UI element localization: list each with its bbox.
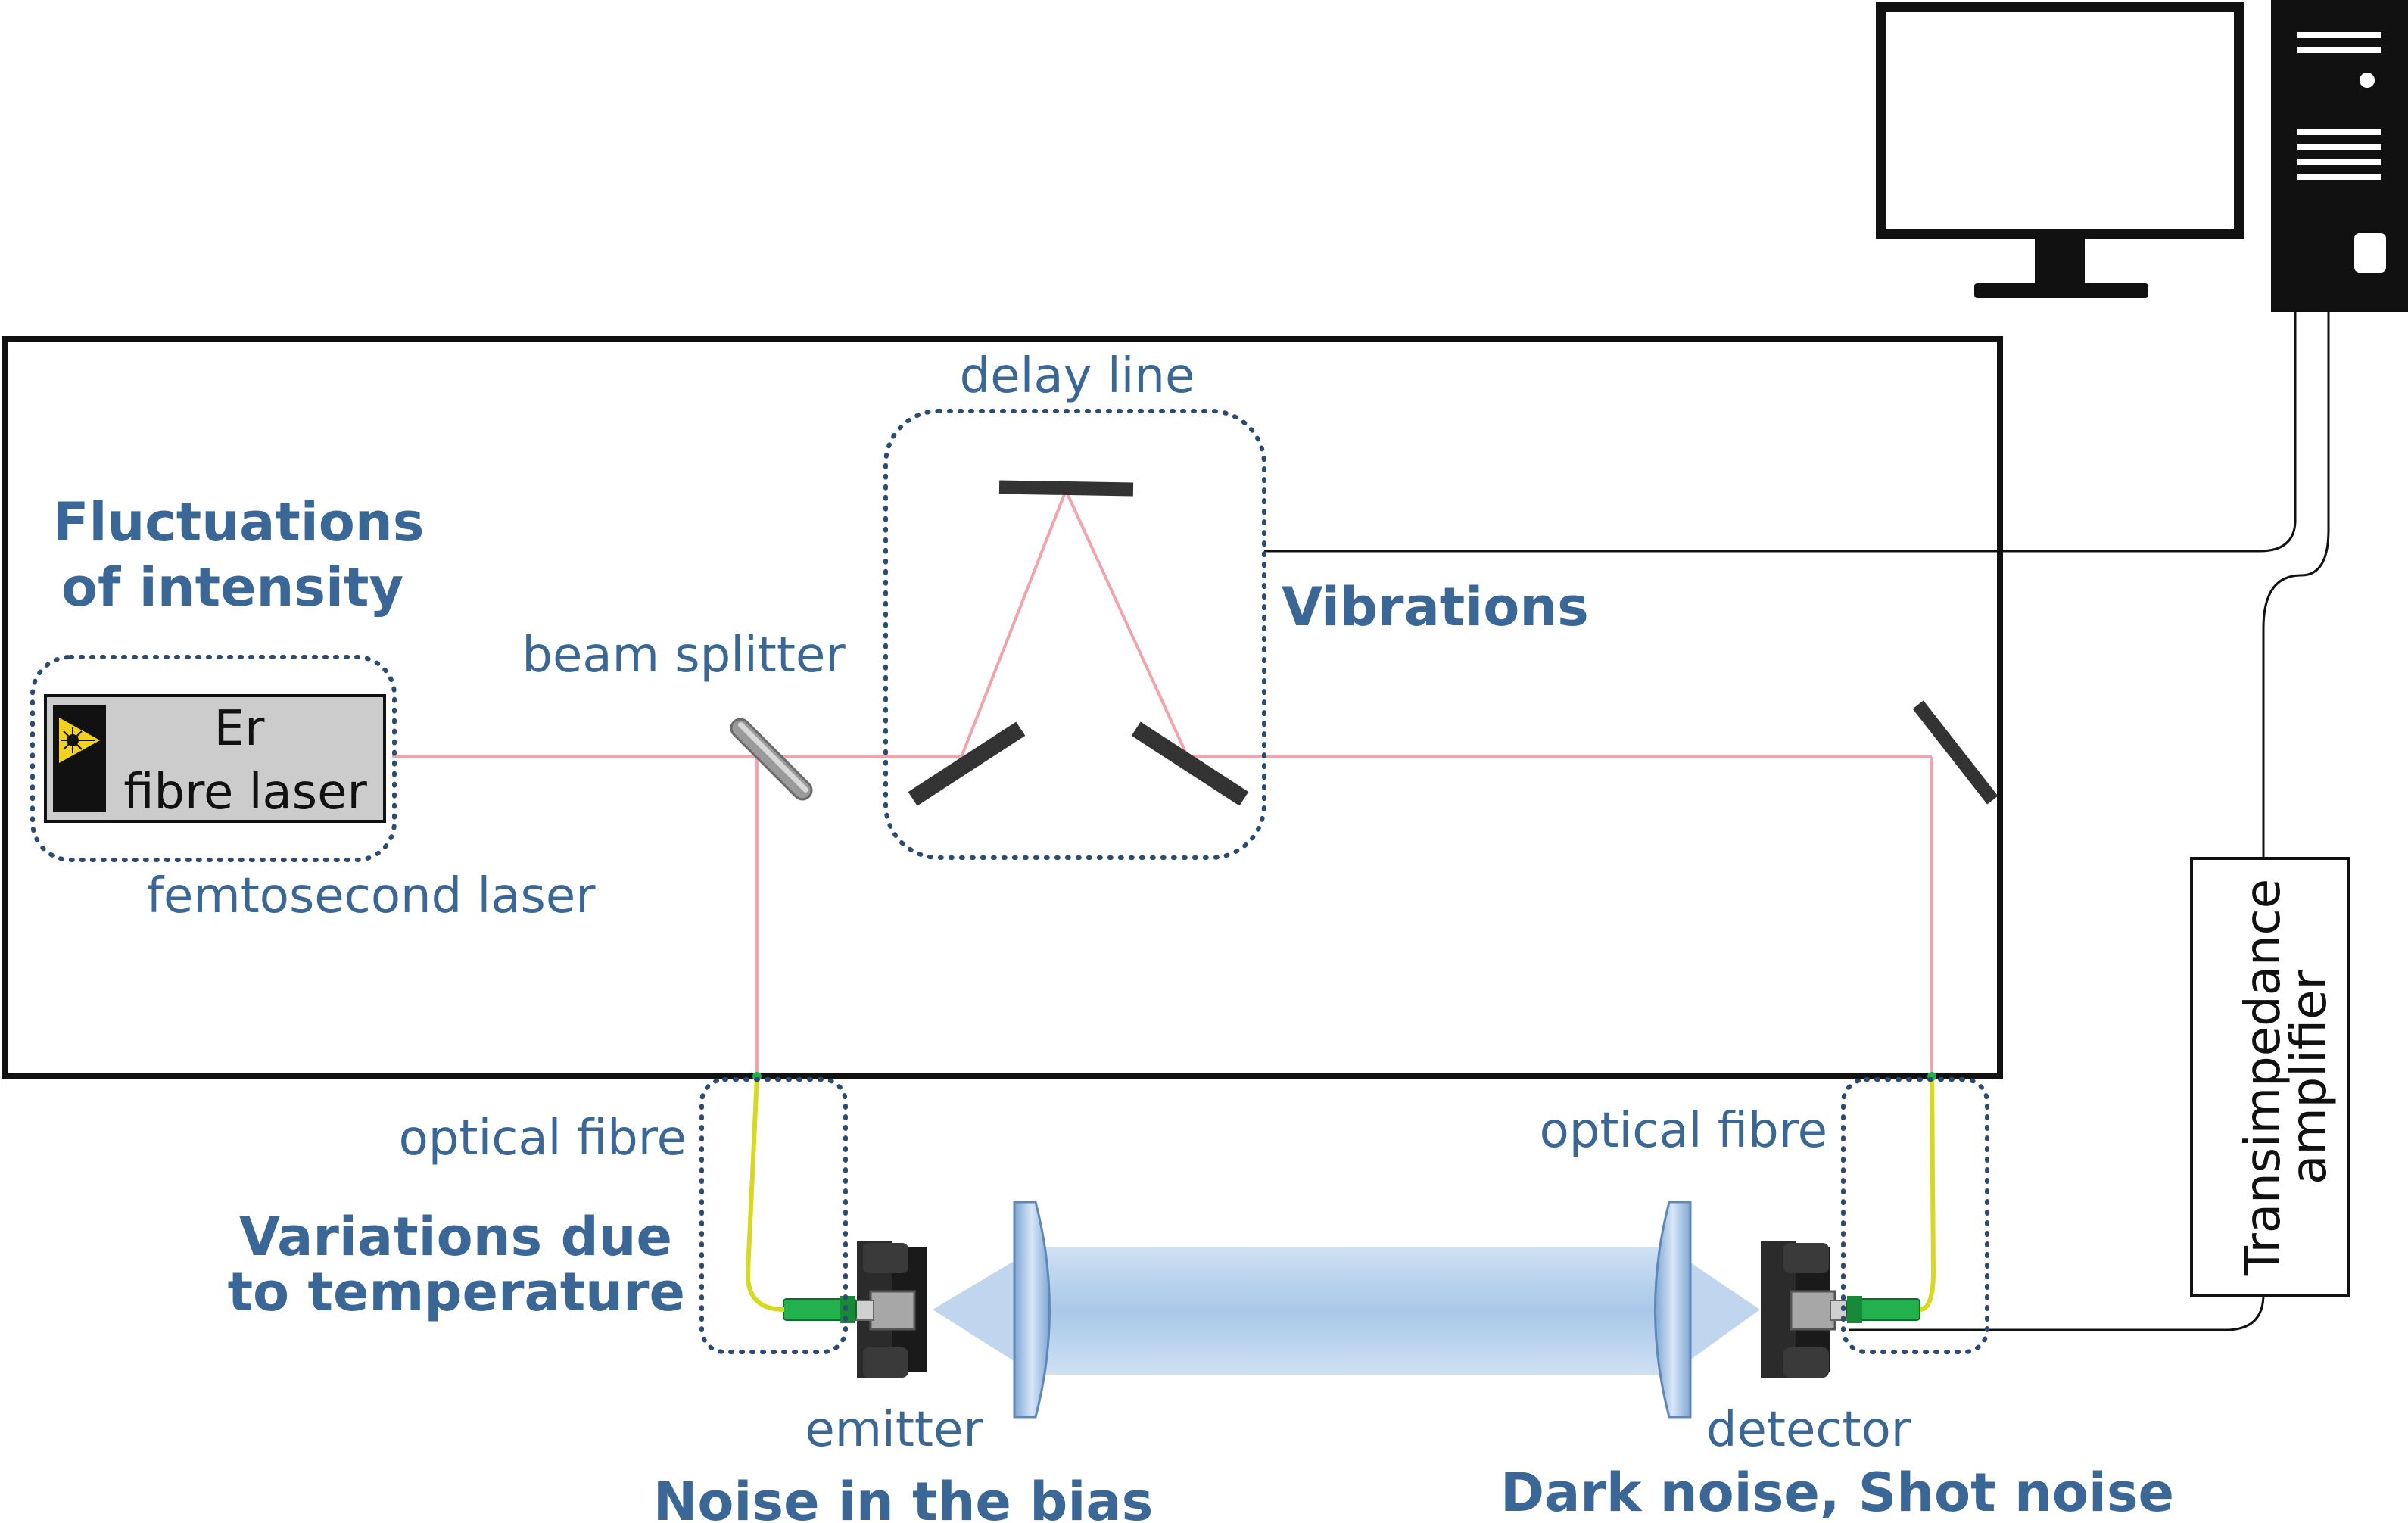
detector-lens: [1654, 1201, 1692, 1419]
delay-line-top-mirror: [998, 480, 1134, 497]
emitter-thz-cone: [933, 1253, 1028, 1370]
temperature-noise-label-line1: Variations due: [239, 1206, 672, 1268]
optical-table: [2, 336, 2003, 1079]
optical-fibre-right-label: optical fibre: [1540, 1103, 1827, 1159]
delay-line-box: [883, 409, 1266, 860]
intensity-noise-label-line2: of intensity: [61, 556, 403, 618]
beam-splitter: [730, 718, 813, 801]
emitter-lens: [1013, 1201, 1051, 1419]
beam-splitter-label: beam splitter: [522, 628, 846, 684]
computer-tower-icon: [2271, 0, 2408, 312]
detector-fibre-noise-box: [1841, 1077, 1989, 1354]
bias-noise-label: Noise in the bias: [653, 1471, 1154, 1523]
laser-warning-icon: [59, 718, 100, 763]
detector-noise-label: Dark noise, Shot noise: [1500, 1462, 2174, 1523]
detector-optical-fibre: [1919, 1076, 1936, 1312]
emitter-fibre-noise-box: [699, 1077, 848, 1354]
emitter-antenna: [855, 1241, 927, 1378]
amplifier-label-line1: Transimpedance: [2235, 879, 2291, 1276]
delay-line-label: delay line: [960, 348, 1195, 404]
delay-line-left-mirror: [908, 721, 1026, 806]
femtosecond-laser-label: femtosecond laser: [146, 868, 596, 924]
temperature-noise-label-line2: to temperature: [228, 1261, 685, 1323]
laser-label-line2: fibre laser: [123, 765, 367, 821]
intensity-noise-label-line1: Fluctuations: [53, 491, 425, 553]
laser-beam-paths: [392, 486, 1933, 1075]
thz-beam: [1028, 1247, 1676, 1375]
laser-label-line1: Er: [214, 701, 265, 757]
transimpedance-amplifier: Transimpedance amplifier: [2190, 857, 2350, 1297]
detector-fibre-connector: [1846, 1296, 1920, 1323]
er-fibre-laser: Er fibre laser: [44, 694, 386, 823]
detector-label: detector: [1706, 1402, 1911, 1458]
delay-line-cable: [1264, 312, 2297, 553]
laser-noise-box: [30, 655, 397, 862]
detector-to-amplifier-cable: [1849, 1294, 2265, 1331]
optical-fibre-left-label: optical fibre: [399, 1110, 687, 1166]
vibrations-label: Vibrations: [1282, 576, 1589, 638]
amplifier-label-line2: amplifier: [2282, 969, 2338, 1184]
folding-mirror: [1912, 700, 1998, 805]
detector-thz-cone: [1676, 1253, 1760, 1370]
emitter-optical-fibre: [745, 1076, 785, 1312]
monitor-icon: [1876, 2, 2244, 298]
delay-line-right-mirror: [1131, 721, 1249, 806]
emitter-label: emitter: [805, 1402, 983, 1458]
detector-antenna: [1761, 1241, 1849, 1378]
amplifier-to-computer-cable: [2262, 312, 2330, 858]
